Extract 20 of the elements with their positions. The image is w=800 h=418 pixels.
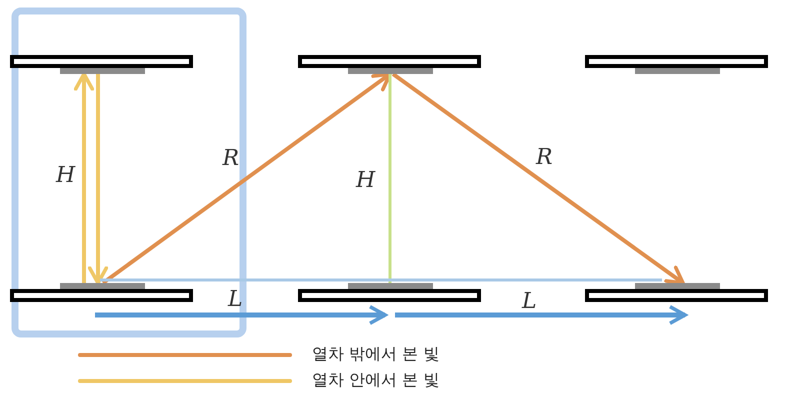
distance-label: L [522,290,537,314]
light-ray-arrow [74,72,94,283]
legend-text: 열차 밖에서 본 빛 [312,344,440,364]
mirror-drawing [585,55,768,74]
light-path-line [100,278,662,282]
light-ray-arrow [88,74,108,285]
edge-label: H [56,164,76,188]
edge-label: R [222,146,240,170]
edge-label: R [536,146,553,170]
mirror-drawing [10,283,193,302]
light-ray-arrow [102,72,392,285]
distance-label: L [228,288,243,312]
light-ray-arrow [392,72,685,285]
legend-text: 열차 안에서 본 빛 [312,370,440,390]
light-path-line [388,74,392,283]
mirror-drawing [298,55,481,74]
mirror-drawing [298,283,481,302]
mirror-drawing [585,283,768,302]
mirror-drawing [10,55,193,74]
edge-label: H [356,168,376,192]
